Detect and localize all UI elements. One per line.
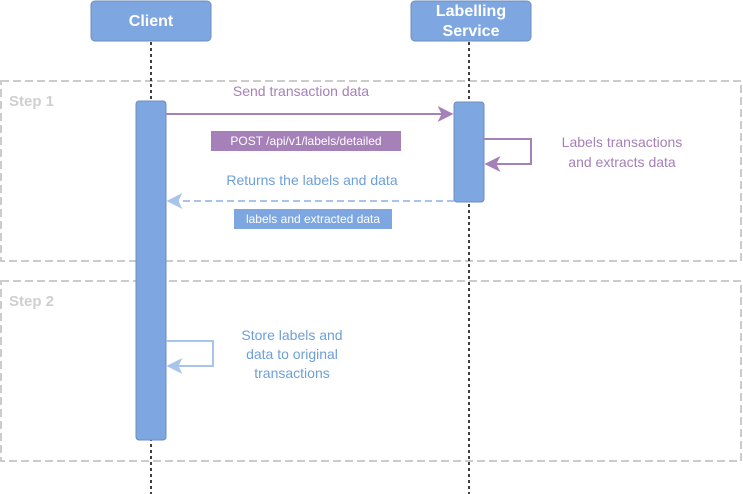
- returns-tag-bg: [234, 209, 392, 229]
- client-activation-bar: [135, 100, 167, 441]
- step-2-frame: Step 2: [0, 280, 742, 462]
- send-tag-bg: [211, 131, 401, 151]
- service-actor-label-line2: Service: [443, 23, 500, 40]
- send-tag: POST /api/v1/labels/detailed: [230, 134, 381, 148]
- client-store-label-line1: Store labels and: [241, 327, 342, 343]
- client-store-message: Store labels and data to original transa…: [166, 327, 343, 381]
- step-1-frame: Step 1: [0, 80, 742, 262]
- service-activation-bar: [453, 101, 485, 203]
- step-1-label: Step 1: [9, 93, 54, 110]
- client-store-label-line3: transactions: [254, 365, 329, 381]
- service-actor-label-line1: Labelling: [436, 3, 506, 20]
- service-actor[interactable]: Labelling Service: [410, 0, 532, 42]
- service-self-label-line2: and extracts data: [568, 154, 676, 170]
- client-actor-label: Client: [129, 13, 174, 30]
- send-label: Send transaction data: [233, 83, 369, 99]
- client-store-label-line2: data to original: [246, 346, 338, 362]
- returns-message: Returns the labels and data labels and e…: [166, 172, 454, 229]
- client-actor[interactable]: Client: [90, 0, 212, 42]
- client-store-arrow: [166, 340, 214, 374]
- step-2-label: Step 2: [9, 293, 54, 310]
- service-self-arrow: [484, 138, 532, 172]
- send-transaction-message: Send transaction data POST /api/v1/label…: [166, 83, 454, 151]
- returns-tag: labels and extracted data: [246, 212, 380, 226]
- service-self-message: Labels transactions and extracts data: [484, 134, 683, 172]
- service-self-label-line1: Labels transactions: [562, 134, 683, 150]
- returns-label: Returns the labels and data: [226, 172, 397, 188]
